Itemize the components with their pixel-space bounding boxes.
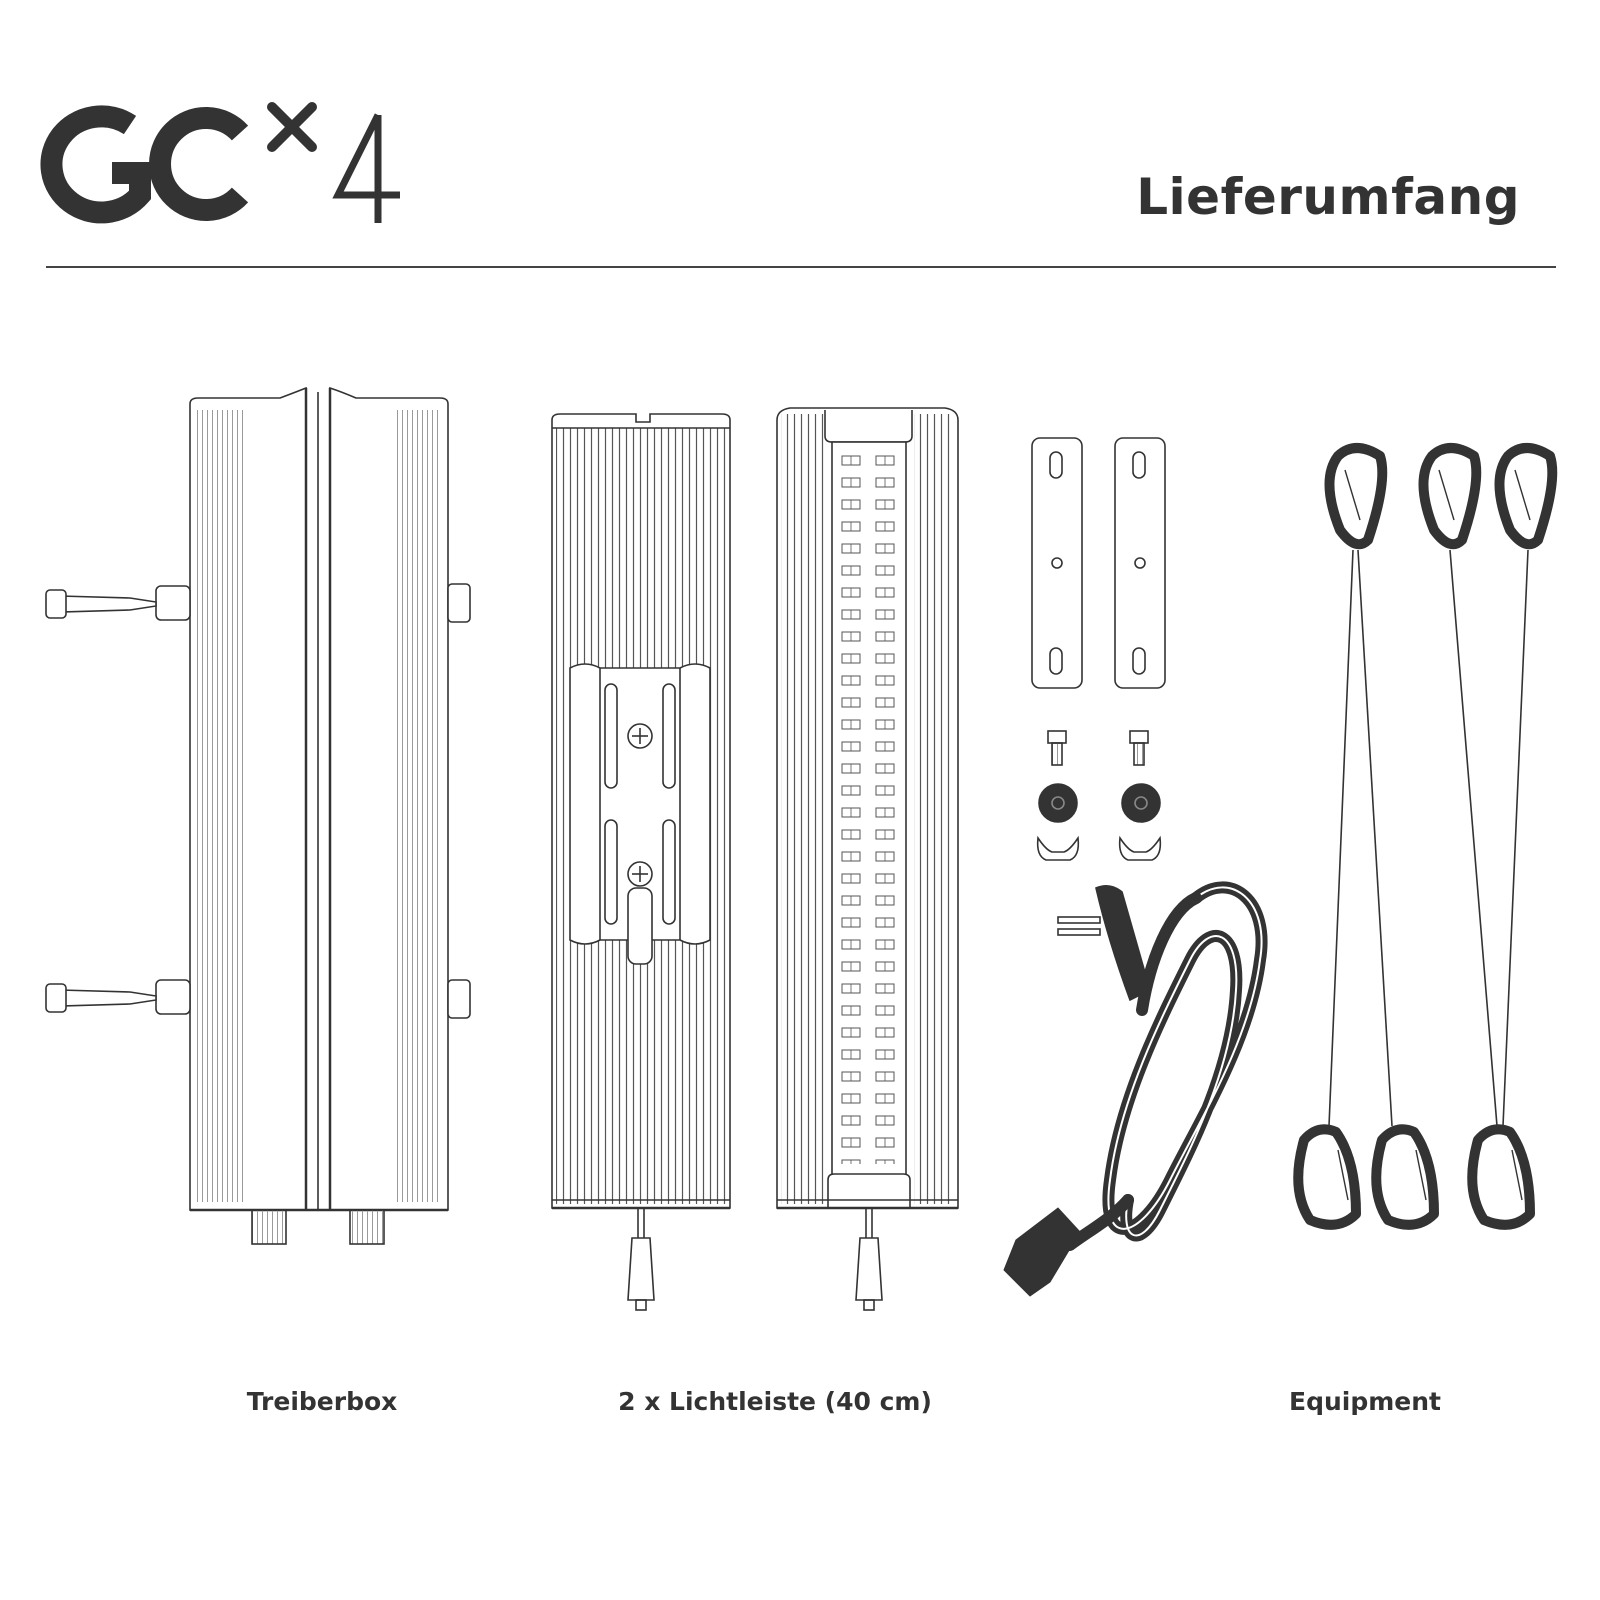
power-plug: [1057, 884, 1151, 1002]
label-equipment: Equipment: [1289, 1387, 1441, 1416]
gcx4-logo: [40, 102, 400, 224]
mounting-plates: [1031, 437, 1166, 689]
label-driver-box: Treiberbox: [246, 1387, 398, 1416]
header-divider: [46, 266, 1556, 268]
light-bar-back: [551, 413, 731, 1311]
driver-cable-bottom: [45, 979, 191, 1015]
light-bar-front: [776, 407, 959, 1311]
power-cable: [1064, 881, 1268, 1251]
hanging-kit: [1293, 443, 1558, 1230]
page-title: Lieferumfang: [1136, 168, 1520, 226]
driver-cable-top: [45, 585, 191, 621]
device-connector: [1003, 1207, 1081, 1297]
driver-box: [45, 386, 471, 1245]
product-illustration: [45, 386, 1558, 1311]
label-light-bars: 2 x Lichtleiste (40 cm): [618, 1387, 932, 1416]
screws-and-nuts: [1036, 730, 1162, 861]
